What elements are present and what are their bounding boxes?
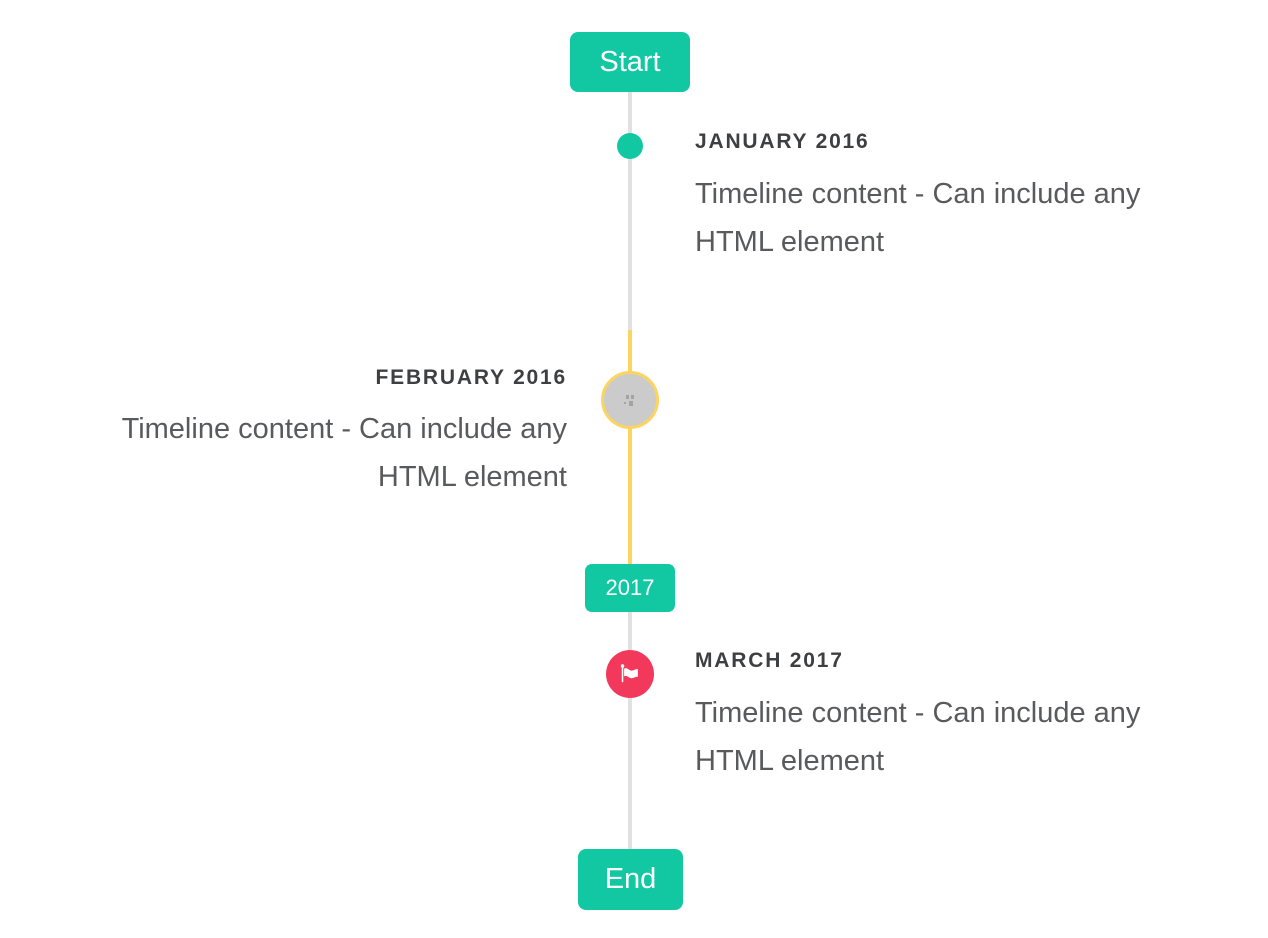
end-badge: End: [578, 849, 683, 910]
start-badge: Start: [570, 32, 690, 92]
start-badge-label: Start: [599, 45, 661, 78]
year-badge-label: 2017: [605, 575, 655, 600]
event-title-march: MARCH 2017: [695, 649, 844, 672]
year-badge: 2017: [585, 564, 675, 612]
flag-icon: [620, 664, 638, 683]
event-marker-image-february: [601, 371, 659, 429]
event-content-february: Timeline content - Can include any HTML …: [121, 413, 567, 493]
event-content-january: Timeline content - Can include any HTML …: [695, 178, 1141, 258]
end-badge-label: End: [604, 863, 657, 895]
broken-image-icon: [624, 394, 634, 406]
event-title-february: FEBRUARY 2016: [375, 366, 567, 389]
event-marker-dot-january: [617, 133, 643, 159]
event-marker-flag-march: [606, 650, 654, 698]
event-title-january: JANUARY 2016: [695, 130, 870, 153]
event-content-march: Timeline content - Can include any HTML …: [695, 697, 1141, 777]
timeline-line-highlight-segment: [628, 330, 632, 565]
